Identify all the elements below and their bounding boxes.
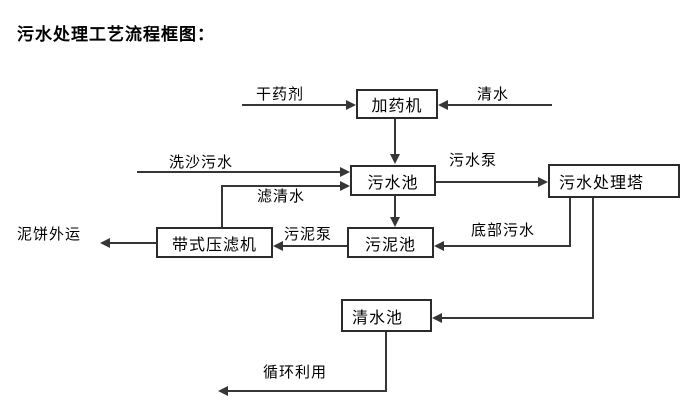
arrowhead-filtered-water-icon: [340, 181, 350, 191]
connector-bottom-sewage: [444, 245, 571, 247]
arrowhead-recycling-icon: [218, 386, 228, 396]
arrowhead-sewage-pump-icon: [538, 177, 548, 187]
connector-sand-washing-sewage: [137, 171, 342, 173]
connector-filtered-water: [221, 185, 342, 187]
connector-clear-water: [448, 104, 552, 106]
arrowhead-dry-agent-icon: [346, 100, 356, 110]
node-sewage-treatment-tower: 污水处理塔: [548, 164, 680, 198]
label-sludge-pump: 污泥泵: [284, 225, 333, 243]
connector-bottom-sewage-drop: [569, 198, 571, 247]
arrowhead-clear-water-icon: [438, 100, 448, 110]
node-belt-filter-press: 带式压滤机: [156, 227, 273, 258]
node-sewage-pool: 污水池: [350, 165, 436, 196]
connector-sewage-pool-to-sludge-pool: [394, 196, 396, 218]
connector-filtered-water-riser: [221, 185, 223, 227]
label-mud-cake-out: 泥饼外运: [17, 225, 82, 243]
label-dry-agent: 干药剂: [256, 85, 305, 103]
arrowhead-bottom-sewage-icon: [434, 241, 444, 251]
label-filtered-water: 滤清水: [257, 187, 306, 205]
connector-dosing-to-sewage-pool: [394, 119, 396, 155]
connector-recycling: [228, 390, 387, 392]
arrowhead-dosing-to-sewage-pool-icon: [390, 154, 400, 164]
arrowhead-sand-washing-sewage-icon: [340, 167, 350, 177]
label-clear-water: 清水: [477, 85, 510, 103]
connector-dry-agent: [242, 104, 346, 106]
label-bottom-sewage: 底部污水: [471, 221, 536, 239]
node-dosing-machine: 加药机: [356, 89, 438, 119]
arrowhead-sludge-pump-icon: [273, 241, 283, 251]
connector-sewage-pump: [436, 181, 540, 183]
connector-mud-cake-out: [110, 242, 157, 244]
arrowhead-sewage-pool-to-sludge-pool-icon: [390, 217, 400, 227]
page-title: 污水处理工艺流程框图：: [17, 25, 215, 45]
node-clear-water-pool: 清水池: [341, 299, 432, 332]
connector-recycling-drop: [385, 332, 387, 391]
label-recycling: 循环利用: [263, 363, 328, 381]
connector-tower-to-clear-pool: [442, 317, 594, 319]
connector-sludge-pump: [283, 245, 347, 247]
arrowhead-tower-to-clear-pool-icon: [432, 313, 442, 323]
label-sewage-pump: 污水泵: [449, 151, 498, 169]
node-sludge-pool: 污泥池: [347, 227, 434, 258]
connector-tower-to-clear-pool-drop: [592, 198, 594, 319]
label-sand-washing-sewage: 洗沙污水: [169, 153, 234, 171]
arrowhead-mud-cake-out-icon: [100, 238, 110, 248]
